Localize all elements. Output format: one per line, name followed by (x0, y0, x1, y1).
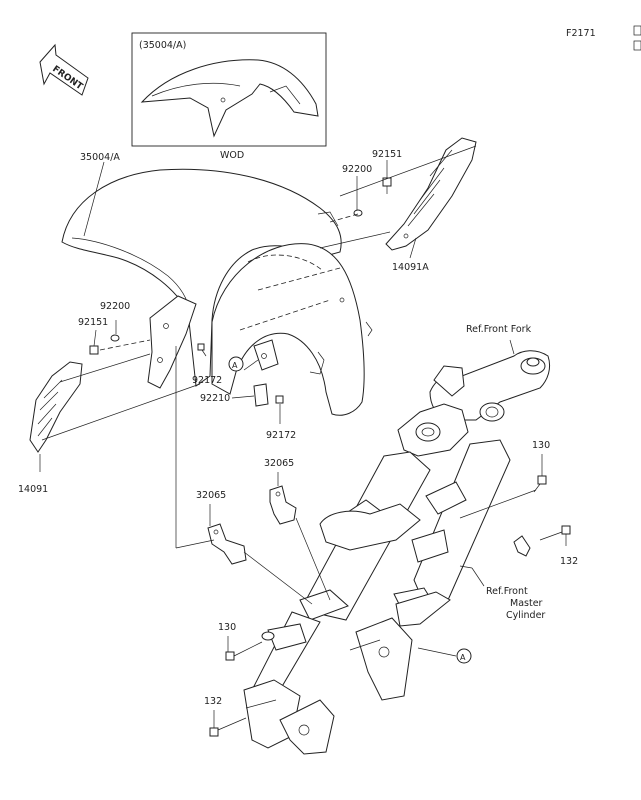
front-arrow-icon: FRONT (39, 43, 89, 96)
inset-caption: WOD (220, 150, 244, 161)
bolt-92172-bottom (275, 395, 284, 404)
callout-a-lower-letter: A (460, 653, 466, 662)
bolt-92151-left (89, 345, 99, 355)
ref-master-cylinder-line1: Ref.Front (486, 586, 528, 597)
label-132-right: 132 (560, 556, 578, 567)
label-92200-left: 92200 (100, 301, 130, 312)
bolt-130-left (225, 631, 275, 661)
label-132-left: 132 (204, 696, 222, 707)
bolt-132-left (209, 717, 247, 737)
fender-bracket-center (253, 339, 279, 371)
figure-code: F2171 (566, 28, 596, 39)
leader-lines-upper (39, 145, 477, 472)
bolt-130-right (533, 475, 547, 493)
label-92172-bottom: 92172 (266, 430, 296, 441)
label-92151-upper: 92151 (372, 149, 402, 160)
front-fender (61, 168, 373, 416)
clip-92210 (253, 383, 269, 407)
bolt-92151-upper (382, 177, 392, 194)
ref-front-fork: Ref.Front Fork (466, 324, 532, 335)
label-130-right: 130 (532, 440, 550, 451)
label-92172-left: 92172 (192, 375, 222, 386)
fender-stay-left (147, 295, 197, 389)
label-14091a: 14091A (392, 262, 429, 273)
side-cover-left (29, 361, 83, 453)
label-35004a: 35004/A (80, 152, 120, 163)
side-cover-right (385, 137, 477, 251)
label-32065-upper: 32065 (264, 458, 294, 469)
callout-a-lower: A (456, 648, 472, 664)
callout-a-upper: A (228, 356, 244, 372)
clamp-32065-lower (207, 523, 247, 565)
washer-92200-left (110, 334, 120, 342)
clamp-32065-upper (269, 485, 297, 525)
callout-a-upper-letter: A (232, 361, 238, 370)
ref-master-cylinder-line3: Cylinder (506, 610, 545, 621)
leader-lines-lower (175, 339, 567, 728)
inset-title: (35004/A) (139, 40, 186, 51)
label-92200-upper: 92200 (342, 164, 372, 175)
bolt-132-right (539, 525, 571, 541)
label-130-left: 130 (218, 622, 236, 633)
cable-clip-right (513, 535, 531, 557)
edge-fragments (633, 25, 641, 51)
label-92210: 92210 (200, 393, 230, 404)
label-92151-left: 92151 (78, 317, 108, 328)
label-14091: 14091 (18, 484, 48, 495)
bolt-92172-left (197, 343, 205, 351)
front-fork-assembly (243, 350, 551, 755)
ref-master-cylinder-line2: Master (510, 598, 543, 609)
label-32065-lower: 32065 (196, 490, 226, 501)
inset-box: (35004/A) WOD (131, 32, 327, 161)
